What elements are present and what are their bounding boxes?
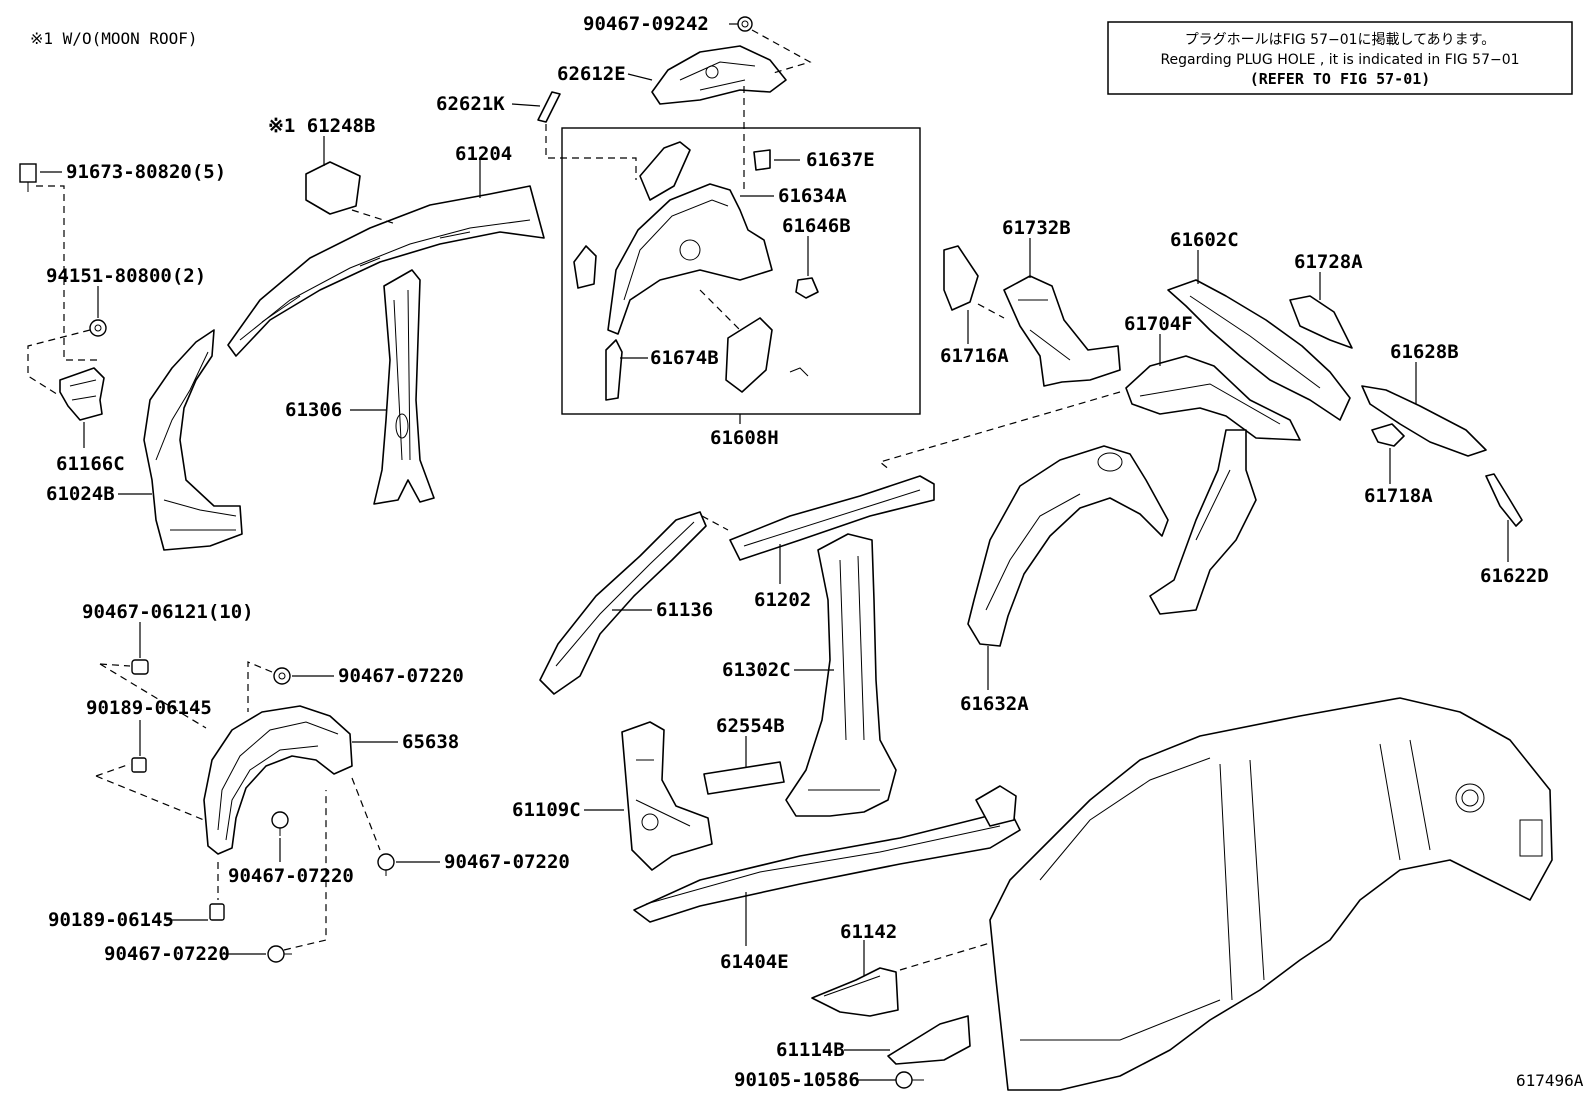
fastener-94151-80800 bbox=[89, 319, 107, 337]
label-90467-07220-d: 90467-07220 bbox=[104, 943, 230, 965]
reference-line-refer: (REFER TO FIG 57-01) bbox=[1250, 70, 1431, 88]
part-61109C-drawing bbox=[621, 721, 713, 871]
part-61602C-drawing bbox=[1167, 279, 1351, 421]
label-61718A: 61718A bbox=[1364, 485, 1433, 507]
part-62621K-drawing bbox=[537, 91, 561, 123]
part-61202-drawing bbox=[729, 475, 935, 561]
label-61404E: 61404E bbox=[720, 951, 789, 973]
label-61136: 61136 bbox=[656, 599, 713, 621]
part-61732B-drawing bbox=[1003, 275, 1121, 387]
part-62554B-drawing bbox=[703, 761, 785, 795]
part-61718A-drawing bbox=[1371, 423, 1405, 447]
label-61202: 61202 bbox=[754, 589, 811, 611]
label-61109C: 61109C bbox=[512, 799, 581, 821]
label-90189-06145-a: 90189-06145 bbox=[86, 697, 212, 719]
label-61634A: 61634A bbox=[778, 185, 847, 207]
part-61024B-drawing bbox=[143, 329, 243, 551]
part-62612E-drawing bbox=[651, 45, 787, 105]
label-62612E: 62612E bbox=[557, 63, 626, 85]
fastener-90467-06121 bbox=[131, 659, 149, 675]
label-61204: 61204 bbox=[455, 143, 512, 165]
reference-line-en: Regarding PLUG HOLE , it is indicated in… bbox=[1160, 52, 1519, 68]
label-61302C: 61302C bbox=[722, 659, 791, 681]
part-61637E-drawing bbox=[753, 149, 771, 171]
part-61674B-drawing bbox=[725, 317, 773, 393]
label-91673-80820: 91673-80820(5) bbox=[66, 161, 226, 183]
reference-box: プラグホールはFIG 57−01に掲載してあります。 Regarding PLU… bbox=[1107, 21, 1573, 95]
part-61634A-drawing bbox=[607, 183, 773, 335]
label-90467-07220-c: 90467-07220 bbox=[444, 851, 570, 873]
fastener-90467-07220-c bbox=[377, 853, 395, 876]
fastener-91673-80820 bbox=[19, 163, 37, 192]
fastener-90467-07220-d bbox=[267, 945, 292, 963]
fastener-90105-10586 bbox=[895, 1071, 924, 1089]
label-61637E: 61637E bbox=[806, 149, 875, 171]
part-61248B-drawing bbox=[305, 161, 361, 215]
label-61674B: 61674B bbox=[650, 347, 719, 369]
assembly-61608H-box bbox=[561, 127, 921, 415]
part-61608H-left-bracket bbox=[573, 245, 597, 289]
part-61608H-wire bbox=[789, 367, 809, 377]
label-61142: 61142 bbox=[840, 921, 897, 943]
label-90467-09242: 90467-09242 bbox=[583, 13, 709, 35]
label-61646B: 61646B bbox=[782, 215, 851, 237]
part-65638-drawing bbox=[203, 705, 353, 855]
label-61716A: 61716A bbox=[940, 345, 1009, 367]
part-61204-drawing bbox=[227, 185, 545, 357]
label-65638: 65638 bbox=[402, 731, 459, 753]
label-61024B: 61024B bbox=[46, 483, 115, 505]
part-61302C-drawing bbox=[785, 533, 897, 817]
figure-id: 617496A bbox=[1516, 1071, 1584, 1090]
label-90189-06145-b: 90189-06145 bbox=[48, 909, 174, 931]
reference-line-jp: プラグホールはFIG 57−01に掲載してあります。 bbox=[1185, 32, 1496, 48]
part-61728A-drawing bbox=[1289, 295, 1353, 349]
part-61114B-drawing bbox=[887, 1015, 971, 1065]
fastener-90467-09242 bbox=[737, 16, 753, 32]
part-61674B-left bbox=[605, 339, 623, 401]
label-61728A: 61728A bbox=[1294, 251, 1363, 273]
part-61628B-drawing bbox=[1361, 385, 1487, 457]
part-body-side-outer-drawing bbox=[989, 697, 1553, 1091]
label-61248B: ※1 61248B bbox=[268, 115, 375, 137]
part-61166C-drawing bbox=[59, 367, 105, 421]
part-61306-drawing bbox=[373, 269, 435, 505]
label-61632A: 61632A bbox=[960, 693, 1029, 715]
label-90467-07220-b: 90467-07220 bbox=[228, 865, 354, 887]
label-61622D: 61622D bbox=[1480, 565, 1549, 587]
label-61732B: 61732B bbox=[1002, 217, 1071, 239]
fastener-90467-07220-a bbox=[273, 667, 291, 685]
label-61306: 61306 bbox=[285, 399, 342, 421]
label-61628B: 61628B bbox=[1390, 341, 1459, 363]
part-61634A-upper bbox=[639, 141, 691, 201]
label-61602C: 61602C bbox=[1170, 229, 1239, 251]
label-62621K: 62621K bbox=[436, 93, 505, 115]
label-61114B: 61114B bbox=[776, 1039, 845, 1061]
label-61608H: 61608H bbox=[710, 427, 779, 449]
fastener-90467-07220-b bbox=[271, 811, 289, 836]
part-61632A-drawing bbox=[967, 445, 1169, 647]
fastener-90189-06145-b bbox=[209, 903, 225, 921]
part-61404E-drawing bbox=[633, 785, 1021, 923]
label-61166C: 61166C bbox=[56, 453, 125, 475]
label-94151-80800: 94151-80800(2) bbox=[46, 265, 206, 287]
label-61704F: 61704F bbox=[1124, 313, 1193, 335]
part-61142-drawing bbox=[811, 967, 899, 1017]
label-90467-07220-a: 90467-07220 bbox=[338, 665, 464, 687]
part-61716A-drawing bbox=[943, 245, 979, 311]
part-61622D-drawing bbox=[1485, 473, 1523, 527]
part-61704F-drawing bbox=[1125, 355, 1301, 615]
part-61136-drawing bbox=[539, 511, 707, 695]
label-90467-06121: 90467-06121(10) bbox=[82, 601, 254, 623]
moon-roof-note: ※1 W/O(MOON ROOF) bbox=[30, 29, 198, 48]
label-62554B: 62554B bbox=[716, 715, 785, 737]
label-90105-10586: 90105-10586 bbox=[734, 1069, 860, 1091]
fastener-90189-06145-a bbox=[131, 757, 147, 773]
part-61646B-drawing bbox=[795, 277, 819, 299]
